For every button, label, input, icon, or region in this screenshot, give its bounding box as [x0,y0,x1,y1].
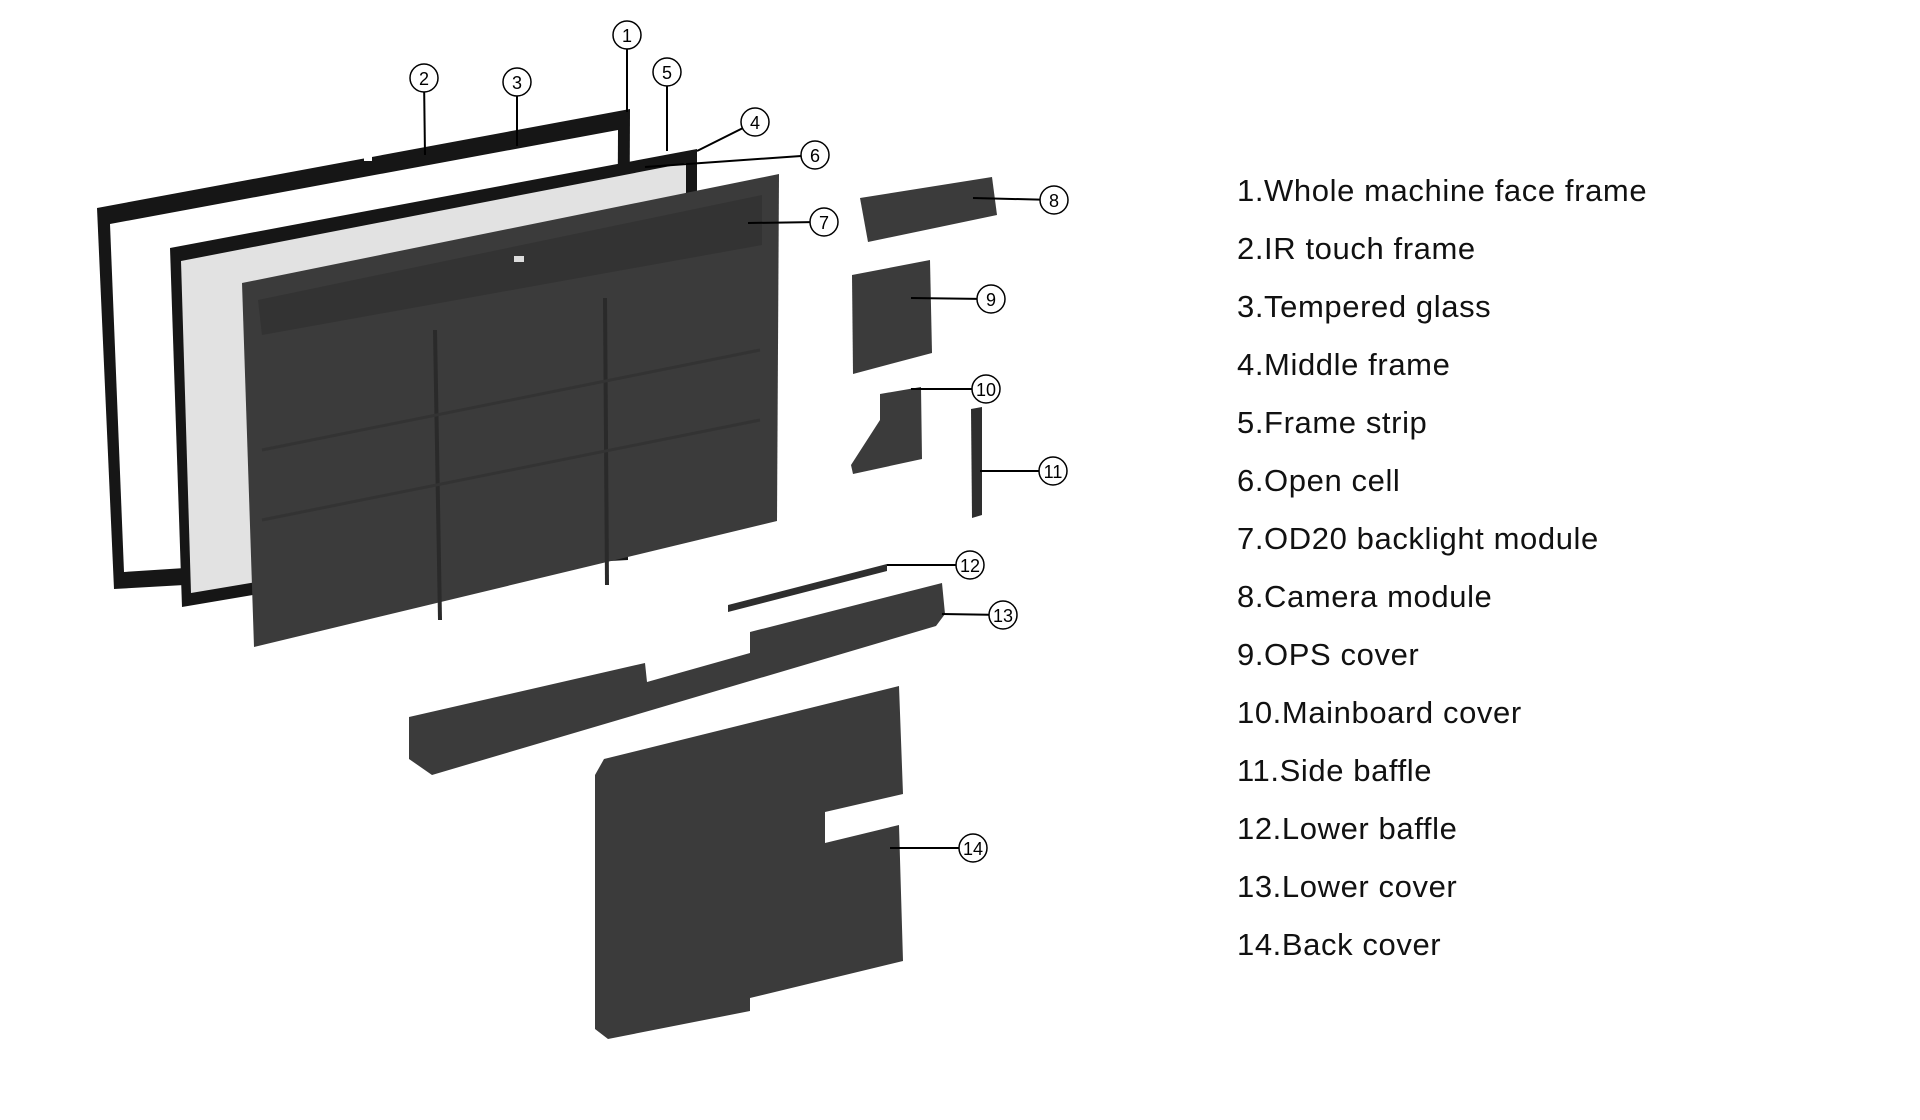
callout-circle [988,600,1018,630]
callout-number: 6 [810,146,820,166]
legend-item: 13.Lower cover [1237,869,1458,904]
callout-14: 14 [890,833,988,863]
callout-number: 10 [976,380,996,400]
legend-item: 9.OPS cover [1237,637,1420,672]
callout-2: 2 [409,63,439,156]
callout-number: 1 [622,26,632,46]
leader-line [972,197,1041,201]
leader-line [910,297,978,300]
legend-item: 6.Open cell [1237,463,1401,498]
mainboard-cover [851,387,922,474]
callout-number: 5 [662,63,672,83]
callout-number: 9 [986,290,996,310]
callout-7: 7 [747,207,839,237]
callout-10: 10 [911,374,1001,404]
leader-line [696,127,743,152]
backlight-module [242,174,779,647]
camera-module [860,177,997,242]
leader-line [747,221,811,224]
leader-line [941,613,990,616]
legend-item: 14.Back cover [1237,927,1442,962]
callout-13: 13 [941,600,1018,630]
callout-circle [740,107,770,137]
callout-circle [409,63,439,93]
callout-circle [955,550,985,580]
callout-circle [800,140,830,170]
callout-circle [1039,185,1069,215]
callout-circle [502,67,532,97]
legend-item: 11.Side baffle [1237,753,1433,788]
callout-number: 2 [419,69,429,89]
callout-number: 7 [819,213,829,233]
callout-6: 6 [644,140,830,170]
legend-item: 10.Mainboard cover [1237,695,1522,730]
callout-number: 3 [512,73,522,93]
legend-item: 1.Whole machine face frame [1237,173,1648,208]
callout-circle [1038,456,1068,486]
callout-number: 14 [963,839,983,859]
legend-item: 4.Middle frame [1237,347,1451,382]
callout-1: 1 [612,20,642,112]
legend-item: 2.IR touch frame [1237,231,1476,266]
legend-item: 3.Tempered glass [1237,289,1492,324]
callout-number: 12 [960,556,980,576]
legend-item: 12.Lower baffle [1237,811,1458,846]
callout-circle [971,374,1001,404]
lower-baffle [728,564,887,612]
lower-cover [409,583,945,775]
ops-cover [852,260,932,374]
callout-circle [809,207,839,237]
callout-4: 4 [696,107,770,152]
callout-11: 11 [980,456,1068,486]
callout-5: 5 [652,57,682,151]
callout-8: 8 [972,185,1069,215]
legend-item: 8.Camera module [1237,579,1493,614]
callout-3: 3 [502,67,532,146]
callout-circle [976,284,1006,314]
legend-item: 7.OD20 backlight module [1237,521,1599,556]
legend-item: 5.Frame strip [1237,405,1428,440]
leader-line [423,91,426,156]
callout-circle [612,20,642,50]
callout-circle [958,833,988,863]
callout-number: 11 [1044,462,1063,482]
back-cover [595,686,903,1039]
callout-number: 8 [1049,191,1059,211]
side-baffle [971,407,982,518]
callout-number: 4 [750,113,760,133]
callout-9: 9 [910,284,1006,314]
callout-number: 13 [993,606,1013,626]
leader-line [644,154,802,168]
parts-legend: 1.Whole machine face frame 2.IR touch fr… [1237,170,1647,982]
callout-12: 12 [887,550,985,580]
callout-circle [652,57,682,87]
